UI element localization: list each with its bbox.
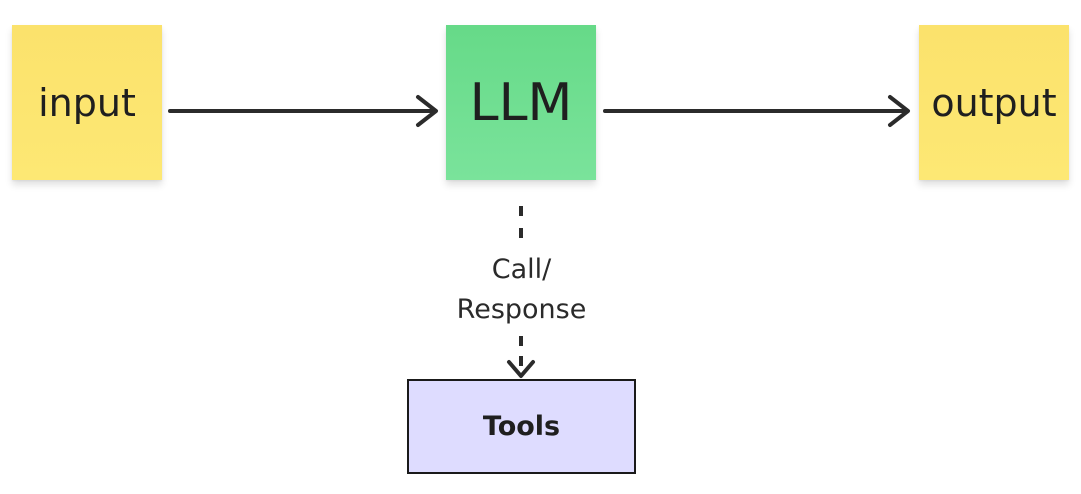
edge-label-line-2: Response: [456, 294, 587, 325]
edge-label-line-1: Call/: [491, 254, 552, 285]
arrow-llm-to-output: [603, 95, 910, 127]
arrow-llm-to-tools: [507, 206, 535, 378]
input-node: input: [12, 25, 162, 180]
tools-node: Tools: [407, 379, 636, 474]
llm-node: LLM: [446, 25, 596, 180]
call-response-label: Call/ Response: [440, 250, 603, 330]
arrow-input-to-llm: [168, 95, 438, 127]
output-node: output: [919, 25, 1069, 180]
